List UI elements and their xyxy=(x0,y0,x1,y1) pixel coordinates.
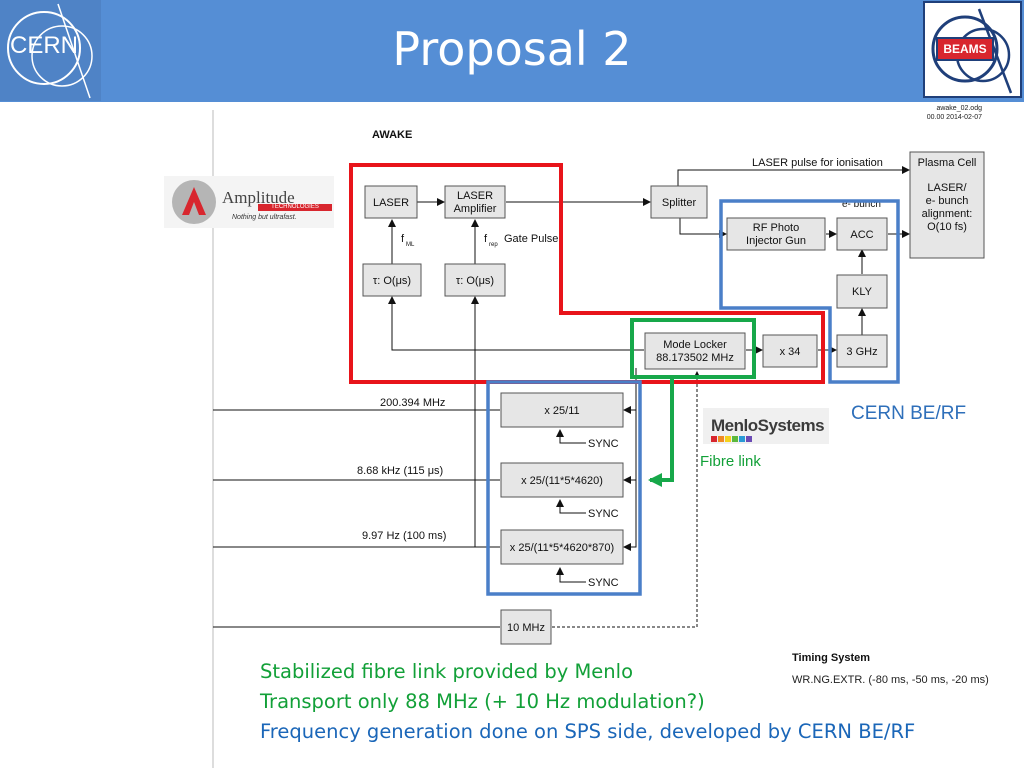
plasma-label-1: Plasma Cell xyxy=(918,157,977,169)
beams-logo-rings-icon xyxy=(931,8,1013,94)
divider-1-label: x 25/11 xyxy=(544,405,579,417)
note-line-1: Stabilized fibre link provided by Menlo xyxy=(260,660,633,683)
f-rep-subscript: rep xyxy=(489,242,498,248)
laser-pulse-label: LASER pulse for ionisation xyxy=(752,157,883,169)
timing-system-title: Timing System xyxy=(792,652,871,664)
amplitude-tech: TECHNOLOGIES xyxy=(258,204,332,211)
menlo-logo: MenloSystems xyxy=(703,408,829,444)
timing-signals: WR.NG.EXTR. (-80 ms, -50 ms, -20 ms) xyxy=(792,674,989,686)
file-info: awake_02.odg 00.00 2014-02-07 xyxy=(927,104,982,122)
dashed-reference-line xyxy=(552,371,701,628)
frequency-dividers-blue-box xyxy=(486,380,642,596)
10mhz-label: 10 MHz xyxy=(507,622,545,634)
amplitude-laser-red-box xyxy=(349,163,825,384)
cern-berf-label: CERN BE/RF xyxy=(851,403,967,424)
10mhz-block: 10 MHz xyxy=(500,609,552,645)
splitter-block: Splitter xyxy=(650,185,708,219)
acc-block: ACC xyxy=(836,217,888,251)
mode-locker-green-box xyxy=(630,318,756,379)
note-line-2: Transport only 88 MHz (+ 10 Hz modulatio… xyxy=(260,690,705,713)
cern-logo-rings-icon xyxy=(7,3,93,99)
3ghz-label: 3 GHz xyxy=(846,346,877,358)
kly-block: KLY xyxy=(836,274,888,309)
beams-logo-label: BEAMS xyxy=(936,37,994,61)
gate-pulse-label: Gate Pulse xyxy=(504,233,558,245)
divider-2-label: x 25/(11*5*4620) xyxy=(521,475,603,487)
cern-logo: CERN xyxy=(0,0,101,101)
file-version: 00.00 2014-02-07 xyxy=(926,114,982,121)
rf-gun-block: RF Photo Injector Gun xyxy=(726,217,826,251)
plasma-cell-block: Plasma Cell LASER/ e- bunch alignment: O… xyxy=(909,151,985,259)
freq-10hz-label: 9.97 Hz (100 ms) xyxy=(362,530,446,542)
sync-1-label: SYNC xyxy=(588,438,619,450)
f-rep-label: f xyxy=(484,233,488,245)
tau2-block: τ: O(μs) xyxy=(444,263,506,297)
3ghz-block: 3 GHz xyxy=(836,334,888,368)
tau2-label: τ: O(μs) xyxy=(456,275,494,287)
x34-block: x 34 xyxy=(762,334,818,368)
sync-3-label: SYNC xyxy=(588,577,619,589)
mode-locker-block: Mode Locker 88.173502 MHz xyxy=(644,332,746,370)
f-ml-subscript: ML xyxy=(406,242,415,248)
freq-200mhz-label: 200.394 MHz xyxy=(380,397,445,409)
divider-3-block: x 25/(11*5*4620*870) xyxy=(500,529,624,565)
amplitude-tagline: Nothing but ultrafast. xyxy=(232,214,297,221)
tau1-label: τ: O(μs) xyxy=(373,275,411,287)
fibre-link-label: Fibre link xyxy=(700,453,761,470)
rf-gun-label-1: RF Photo xyxy=(753,222,799,234)
menlo-color-bar-icon xyxy=(711,436,752,442)
tau1-block: τ: O(μs) xyxy=(362,263,422,297)
mode-locker-label-1: Mode Locker xyxy=(663,339,727,351)
fibre-link-green-arrow xyxy=(648,377,674,487)
slide-title: Proposal 2 xyxy=(392,22,632,76)
beams-logo: BEAMS xyxy=(923,1,1022,98)
awake-timing-diagram: AWAKE xyxy=(212,110,985,768)
divider-2-block: x 25/(11*5*4620) xyxy=(500,462,624,498)
cern-logo-text: CERN xyxy=(10,32,79,59)
slide-header xyxy=(0,0,1024,102)
amplitude-logo-icon xyxy=(172,180,216,224)
laser-label: LASER xyxy=(373,197,409,209)
sync-2-label: SYNC xyxy=(588,508,619,520)
f-ml-label: f xyxy=(401,233,405,245)
x34-label: x 34 xyxy=(780,346,801,358)
acc-label: ACC xyxy=(850,229,873,241)
slide-notes: Stabilized fibre link provided by Menlo … xyxy=(260,657,915,747)
mode-locker-label-2: 88.173502 MHz xyxy=(656,352,734,364)
file-name: awake_02.odg xyxy=(936,105,982,112)
plasma-label-3: e- bunch xyxy=(926,195,969,207)
note-line-3: Frequency generation done on SPS side, d… xyxy=(260,720,916,743)
divider-3-label: x 25/(11*5*4620*870) xyxy=(510,542,614,554)
laser-amplifier-label-1: LASER xyxy=(457,190,493,202)
freq-8khz-label: 8.68 kHz (115 μs) xyxy=(357,465,443,477)
amplitude-name: Amplitude xyxy=(222,188,295,207)
laser-amplifier-label-2: Amplifier xyxy=(454,203,497,215)
e-bunch-label: e- bunch xyxy=(842,199,881,210)
splitter-label: Splitter xyxy=(662,197,697,209)
laser-block: LASER xyxy=(364,185,418,219)
divider-1-block: x 25/11 xyxy=(500,392,624,428)
plasma-label-5: O(10 fs) xyxy=(927,221,967,233)
diagram-heading: AWAKE xyxy=(372,129,412,141)
kly-label: KLY xyxy=(852,286,873,298)
plasma-label-4: alignment: xyxy=(922,208,973,220)
rf-gun-label-2: Injector Gun xyxy=(746,235,806,247)
amplitude-logo: Amplitude TECHNOLOGIES Nothing but ultra… xyxy=(164,176,334,228)
laser-amplifier-block: LASER Amplifier xyxy=(444,185,506,219)
cern-berf-rf-blue-box xyxy=(719,199,900,384)
menlo-logo-text: MenloSystems xyxy=(711,416,825,435)
plasma-label-2: LASER/ xyxy=(927,182,967,194)
